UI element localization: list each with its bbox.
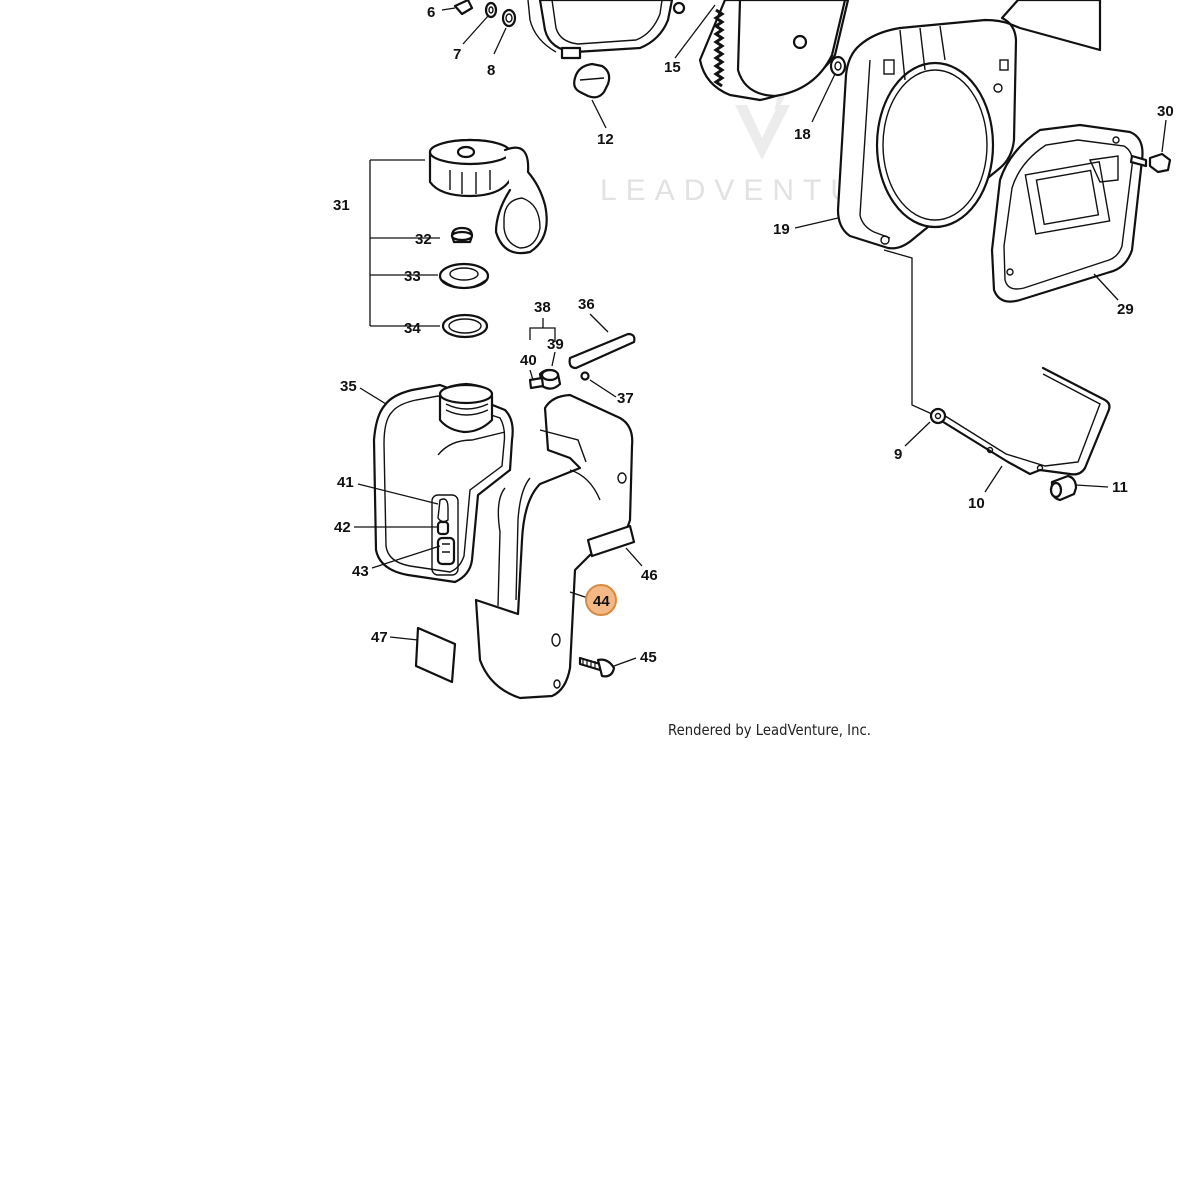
callout-35[interactable]: 35 (340, 378, 357, 395)
bracket-38 (529, 318, 556, 342)
callout-7[interactable]: 7 (453, 46, 461, 63)
callout-18[interactable]: 18 (794, 126, 811, 143)
callout-38[interactable]: 38 (534, 299, 551, 316)
callout-39[interactable]: 39 (547, 336, 564, 353)
part-34 (441, 313, 489, 339)
leader-lines (354, 4, 1167, 667)
credit-text: Rendered by LeadVenture, Inc. (668, 721, 871, 739)
part-15 (698, 0, 850, 102)
part-35 (372, 382, 514, 584)
callout-44-highlight[interactable] (585, 584, 617, 616)
part-12 (573, 62, 611, 99)
callout-33[interactable]: 33 (404, 268, 421, 285)
part-30 (1129, 152, 1172, 174)
part-7 (484, 1, 498, 19)
callout-46[interactable]: 46 (641, 567, 658, 584)
part-33 (438, 262, 490, 290)
callout-8[interactable]: 8 (487, 62, 495, 79)
part-housing-top (527, 0, 686, 60)
callout-44[interactable]: 44 (593, 593, 610, 610)
part-10 (938, 366, 1111, 476)
part-18 (829, 55, 847, 77)
part-42 (436, 520, 450, 536)
callout-30[interactable]: 30 (1157, 103, 1174, 120)
part-19 (836, 0, 1102, 250)
callout-19[interactable]: 19 (773, 221, 790, 238)
part-32 (450, 226, 474, 244)
callout-41[interactable]: 41 (337, 474, 354, 491)
part-39 (538, 368, 562, 390)
part-29 (990, 123, 1144, 303)
part-6 (453, 0, 474, 16)
callout-45[interactable]: 45 (640, 649, 657, 666)
part-41 (437, 498, 449, 523)
callout-43[interactable]: 43 (352, 563, 369, 580)
part-47 (414, 626, 457, 684)
part-36 (568, 332, 636, 370)
callout-36[interactable]: 36 (578, 296, 595, 313)
callout-32[interactable]: 32 (415, 231, 432, 248)
part-8 (501, 8, 517, 28)
callout-11[interactable]: 11 (1112, 479, 1128, 496)
callout-42[interactable]: 42 (334, 519, 351, 536)
part-37 (580, 371, 590, 381)
part-45 (578, 656, 616, 678)
callout-29[interactable]: 29 (1117, 301, 1134, 318)
callout-40[interactable]: 40 (520, 352, 537, 369)
part-46 (586, 524, 636, 558)
callout-34[interactable]: 34 (404, 320, 421, 337)
bracket-31 (369, 159, 440, 327)
callout-12[interactable]: 12 (597, 131, 614, 148)
callout-47[interactable]: 47 (371, 629, 388, 646)
callout-6[interactable]: 6 (427, 4, 435, 21)
callout-15[interactable]: 15 (664, 59, 681, 76)
part-31 (428, 138, 548, 255)
part-40 (528, 376, 545, 390)
callout-labels: 6 7 8 12 15 18 19 29 30 31 32 33 34 35 3… (333, 4, 1174, 666)
callout-31[interactable]: 31 (333, 197, 350, 214)
watermark-logo-icon (735, 105, 790, 160)
part-43 (436, 536, 456, 566)
callout-37[interactable]: 37 (617, 390, 634, 407)
part-44 (474, 393, 634, 700)
callout-9[interactable]: 9 (894, 446, 902, 463)
part-11 (1049, 474, 1078, 502)
part-9 (929, 407, 947, 425)
callout-10[interactable]: 10 (968, 495, 985, 512)
